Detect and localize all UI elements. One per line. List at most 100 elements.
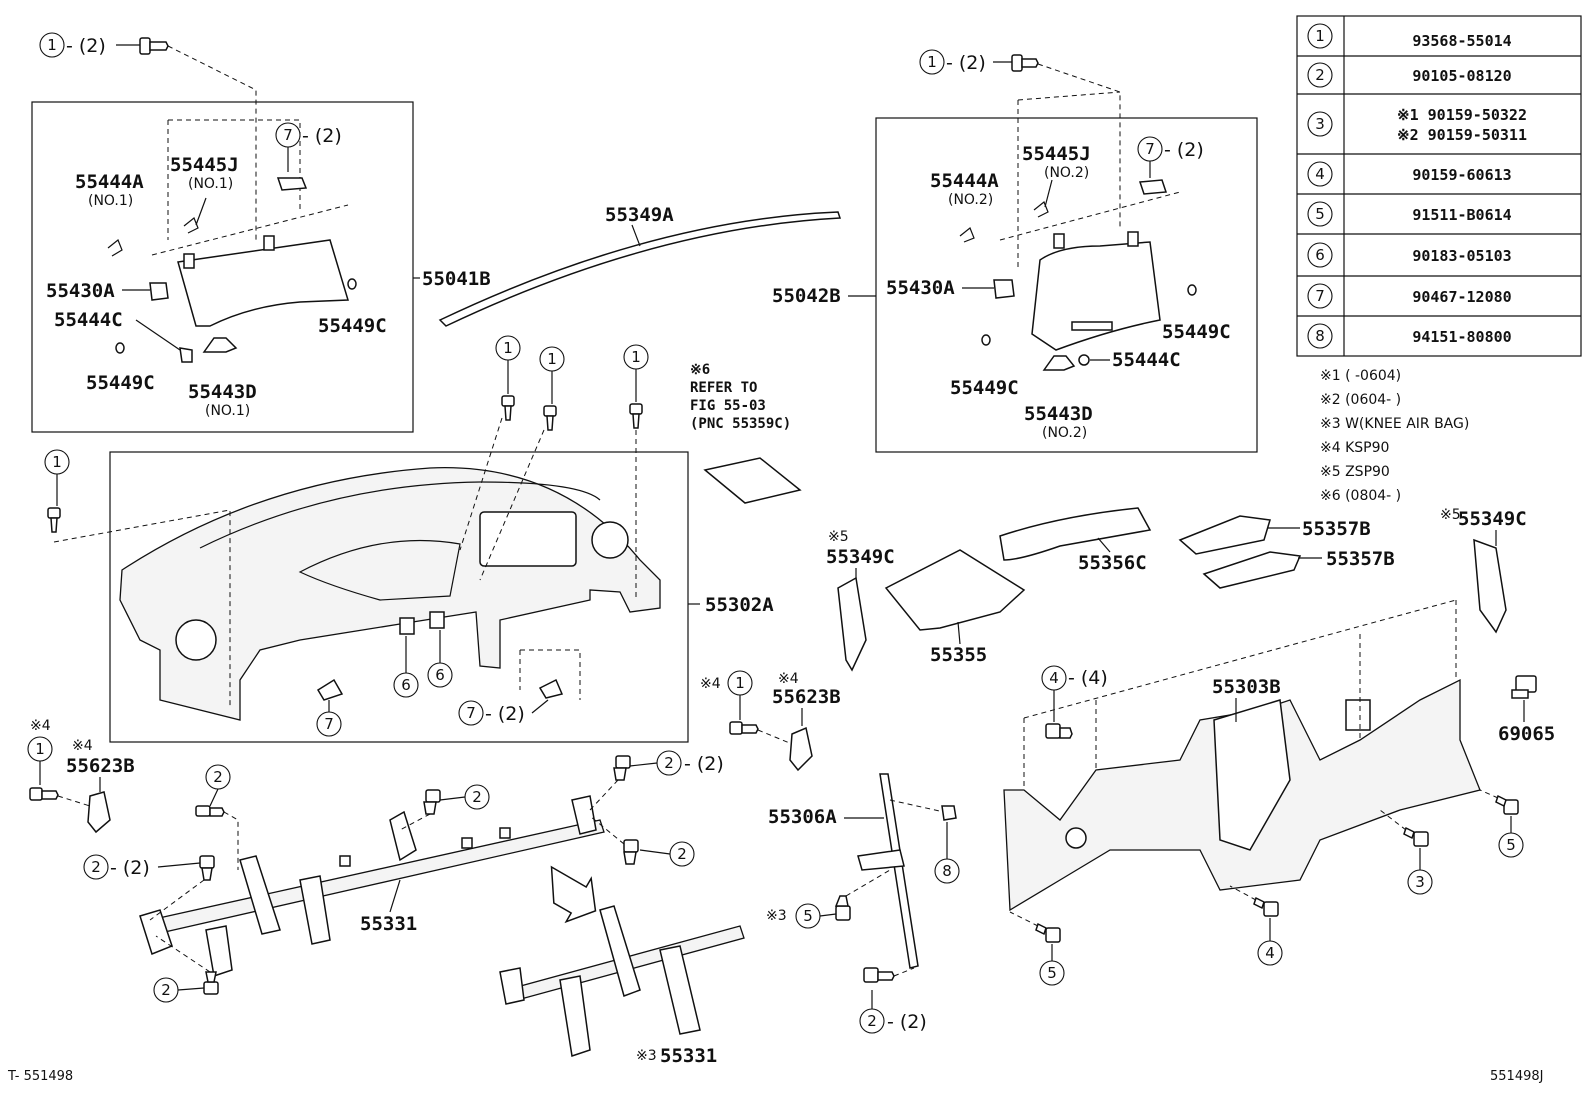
- part-label: 55349C: [1458, 508, 1527, 530]
- part-label: 55356C: [1078, 552, 1147, 574]
- side-cover-right: [1473, 538, 1507, 634]
- table-row: 6 90183-05103: [1307, 242, 1512, 268]
- footnote: ※2 (0604- ): [1320, 392, 1401, 408]
- footnote: ※5 ZSP90: [1320, 464, 1390, 480]
- footer-right-code: 551498J: [1490, 1069, 1543, 1084]
- callout-4: 4: [1265, 944, 1275, 962]
- refer-note: ※6 REFER TO FIG 55-03 (PNC 55359C): [690, 362, 802, 504]
- note-mark: ※4: [778, 671, 799, 687]
- bolt-icon: [203, 971, 219, 995]
- clip-icon: [538, 678, 564, 699]
- quantity: - (2): [1164, 139, 1204, 161]
- refer-line: REFER TO: [690, 380, 757, 396]
- table-row: 4 90159-60613: [1307, 161, 1512, 187]
- table-row: 1 93568-55014: [1307, 23, 1512, 50]
- damper-icon: [149, 282, 169, 301]
- spring-clip-icon: [183, 217, 199, 234]
- callout-1: 1: [47, 36, 57, 54]
- table-row: 3 ※1 90159-50322 ※2 90159-50311: [1307, 106, 1527, 144]
- quantity: - (2): [110, 857, 150, 879]
- parts-table: 1 93568-55014 2 90105-08120 3 ※1 90159-5…: [1296, 15, 1582, 357]
- center-display: [479, 511, 577, 567]
- part-label: 69065: [1498, 723, 1555, 745]
- part-label: 55623B: [66, 755, 135, 777]
- bracket-left-assembly: ※4 1 ※4 55623B: [27, 718, 135, 834]
- damper-icon: [993, 279, 1015, 299]
- part-label: 55331: [360, 913, 417, 935]
- note-mark: ※5: [1440, 507, 1461, 523]
- screw-icon: [501, 395, 515, 421]
- clip-icon: [1138, 179, 1168, 195]
- callout-2: 2: [213, 768, 223, 786]
- quantity: - (2): [887, 1011, 927, 1033]
- bolt-icon: [195, 805, 225, 817]
- part-label: 55449C: [1162, 321, 1231, 343]
- air-vent: [175, 619, 217, 661]
- footnotes: ※1 ( -0604) ※2 (0604- ) ※3 W(KNEE AIR BA…: [1320, 368, 1469, 504]
- lower-panel-assembly: 55303B 4 - (4) 69065 5: [1003, 599, 1555, 986]
- table-callout: 5: [1315, 205, 1325, 223]
- part-label: 55430A: [46, 280, 115, 302]
- bumper-icon: [1187, 284, 1197, 296]
- trim-lower: [1202, 551, 1302, 589]
- quantity: - (2): [302, 125, 342, 147]
- table-callout: 6: [1315, 246, 1325, 264]
- part-sublabel: (NO.1): [188, 176, 233, 192]
- spring-clip-icon: [107, 239, 123, 257]
- part-label: 55444A: [75, 171, 144, 193]
- part-label: 55430A: [886, 277, 955, 299]
- bolt-icon: [623, 839, 639, 865]
- part-label: 55443D: [1024, 403, 1093, 425]
- table-part-number: 91511-B0614: [1412, 206, 1511, 224]
- clip-icon: [276, 177, 308, 191]
- table-callout: 1: [1315, 27, 1325, 45]
- bumper-icon: [347, 278, 357, 290]
- side-cover-left: [837, 576, 867, 672]
- table-callout: 8: [1315, 327, 1325, 345]
- note-mark: ※3: [636, 1048, 657, 1064]
- part-label: 55449C: [86, 372, 155, 394]
- quantity: - (2): [66, 35, 106, 57]
- connector-icon: [1511, 675, 1537, 699]
- table-part-number: 90467-12080: [1412, 288, 1511, 306]
- upper-trim-strip: 55349A: [438, 204, 842, 327]
- screw-icon: [139, 37, 169, 55]
- reinforcement-assembly: 55331 2 2 2 - (2) 2 - (2): [83, 750, 745, 1067]
- bolt-icon: [1253, 896, 1279, 917]
- callout-7: 7: [466, 704, 476, 722]
- table-part-number: 90105-08120: [1412, 67, 1511, 85]
- callout-2: 2: [91, 858, 101, 876]
- part-label: 55331: [660, 1045, 717, 1067]
- refer-line: (PNC 55359C): [690, 416, 791, 432]
- screw-icon: [629, 403, 643, 429]
- callout-1: 1: [503, 339, 513, 357]
- table-callout: 4: [1315, 165, 1325, 183]
- bolt-icon: [863, 967, 895, 983]
- table-callout: 3: [1315, 115, 1325, 133]
- callout-3: 3: [1415, 873, 1425, 891]
- part-label: 55303B: [1212, 676, 1281, 698]
- part-sublabel: (NO.1): [205, 403, 250, 419]
- table-part-number: ※1 90159-50322: [1397, 106, 1527, 124]
- screw-icon: [729, 721, 759, 735]
- screw-icon: [543, 405, 557, 431]
- footnote: ※1 ( -0604): [1320, 368, 1401, 384]
- note-mark: ※4: [72, 738, 93, 754]
- bolt-icon: [1495, 794, 1519, 815]
- trim-upper: [1178, 515, 1271, 555]
- table-row: 5 91511-B0614: [1307, 201, 1512, 227]
- callout-8: 8: [942, 862, 952, 880]
- bumper-icon: [115, 342, 125, 354]
- table-callout: 2: [1315, 66, 1325, 84]
- bolt-icon: [423, 789, 441, 815]
- note-mark: ※4: [30, 718, 51, 734]
- bracket-icon: [789, 726, 813, 772]
- refer-line: FIG 55-03: [690, 398, 766, 414]
- note-mark: ※5: [828, 529, 849, 545]
- bolt-icon: [1045, 723, 1073, 739]
- callout-1: 1: [52, 453, 62, 471]
- instrument-panel-assembly: 1 1 1 1 6 6 7 7 - (2): [44, 335, 774, 743]
- part-label: 55444C: [1112, 349, 1181, 371]
- callout-2: 2: [677, 845, 687, 863]
- note-mark: ※3: [766, 908, 787, 924]
